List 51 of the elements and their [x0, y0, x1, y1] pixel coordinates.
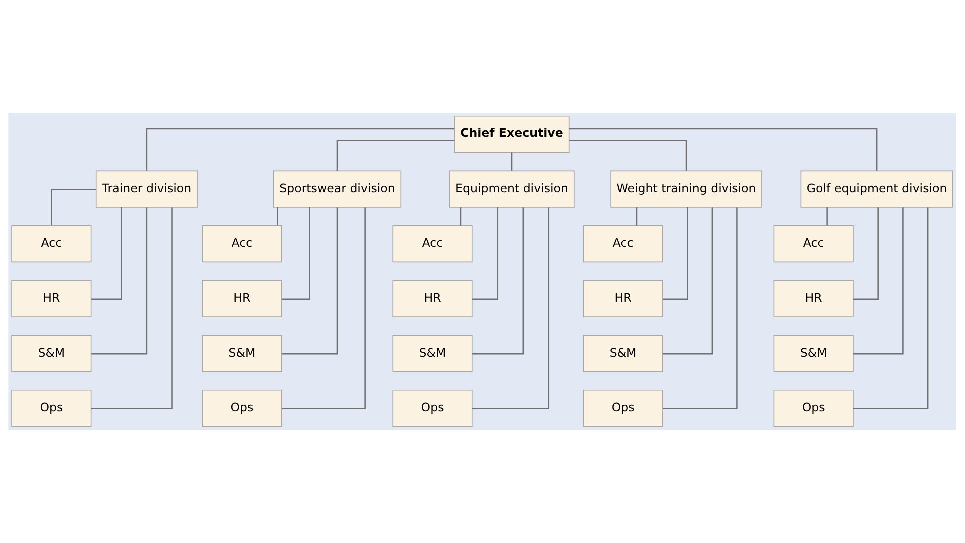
node-box: Chief Executive [454, 116, 570, 154]
node-box: HR [774, 280, 854, 318]
connector [472, 208, 524, 355]
connector [92, 207, 122, 300]
node-box: HR [12, 280, 92, 318]
connector [460, 208, 462, 226]
node-box: Equipment division [449, 170, 575, 208]
connector [51, 189, 96, 226]
node-box: Acc [583, 226, 664, 263]
connector [277, 208, 278, 226]
connector [336, 140, 455, 171]
node-box: S&M [392, 335, 473, 372]
node-box: HR [583, 280, 664, 318]
node-box: Acc [392, 226, 473, 263]
node-box: Golf equipment division [800, 170, 954, 208]
node-box: Ops [12, 390, 92, 428]
connector [92, 208, 148, 355]
node-box: S&M [774, 335, 854, 372]
node-box: Sportswear division [273, 170, 402, 208]
node-box: HR [202, 280, 282, 318]
connector [854, 207, 879, 300]
connector [472, 208, 550, 410]
node-box: Ops [202, 390, 282, 428]
connector [663, 208, 738, 410]
connector [636, 208, 638, 226]
node-box: Acc [202, 226, 282, 263]
connector [826, 208, 828, 226]
node-box: Weight training division [610, 170, 762, 208]
connector [854, 208, 904, 355]
connector [282, 208, 366, 410]
connector [569, 140, 688, 171]
connector [853, 208, 929, 410]
connector [282, 207, 310, 300]
connector [282, 208, 338, 355]
node-box: HR [392, 280, 473, 318]
connector [92, 208, 173, 410]
node-box: S&M [12, 335, 92, 372]
node-box: Ops [392, 390, 473, 428]
connector [663, 208, 714, 355]
connector [511, 152, 513, 171]
connector [472, 207, 499, 300]
node-box: Trainer division [96, 170, 198, 208]
node-box: Ops [583, 390, 664, 428]
node-box: Ops [774, 390, 854, 428]
connector [569, 128, 878, 171]
node-box: S&M [583, 335, 664, 372]
connector [146, 128, 455, 171]
node-box: S&M [202, 335, 282, 372]
node-box: Acc [12, 226, 92, 263]
connector [662, 207, 688, 300]
node-box: Acc [774, 226, 854, 263]
